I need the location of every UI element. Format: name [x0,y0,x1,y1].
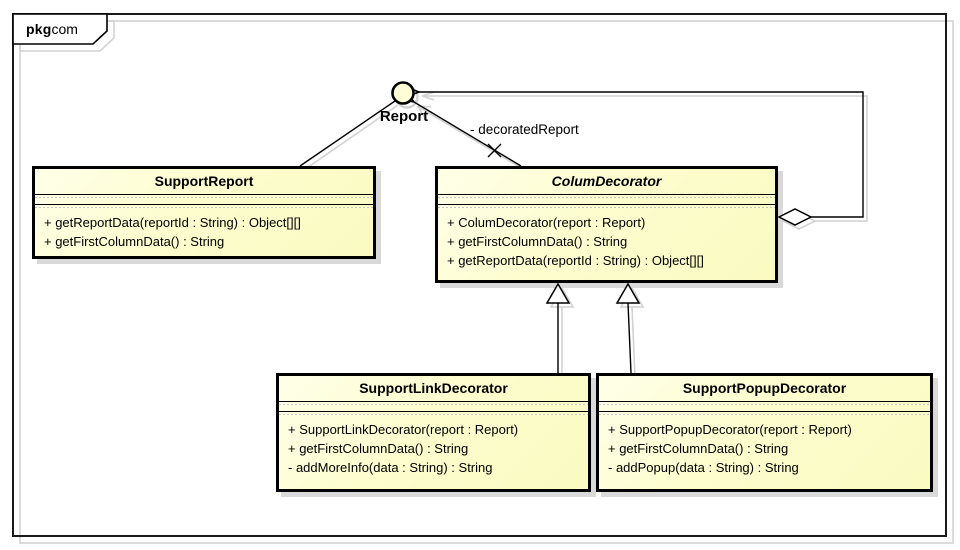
class-support-link-decorator: SupportLinkDecorator + SupportLinkDecora… [276,373,591,492]
method-entry: + getFirstColumnData() : String [447,234,628,249]
method-entry: + getReportData(reportId : String) : Obj… [44,215,301,230]
methods-compartment: + ColumDecorator(report : Report) + getF… [438,208,775,274]
association-role-label: - decoratedReport [470,122,579,137]
attributes-compartment [35,198,373,205]
class-title: SupportLinkDecorator [279,376,588,402]
class-support-popup-decorator: SupportPopupDecorator + SupportPopupDeco… [596,373,933,492]
interface-label: Report [379,108,429,125]
method-entry: + getFirstColumnData() : String [288,441,469,456]
class-support-report: SupportReport + getReportData(reportId :… [32,166,376,259]
association-cross [487,143,502,158]
method-entry: + getFirstColumnData() : String [44,234,225,249]
edge-generalization-popup [627,302,632,374]
method-entry: + ColumDecorator(report : Report) [447,215,646,230]
methods-compartment: + getReportData(reportId : String) : Obj… [35,208,373,255]
methods-compartment: + SupportLinkDecorator(report : Report) … [279,415,588,481]
method-entry: - addPopup(data : String) : String [608,460,799,475]
generalization-triangle-link [545,282,571,304]
attributes-compartment [438,198,775,205]
class-colum-decorator: ColumDecorator + ColumDecorator(report :… [435,166,778,283]
package-tab-label: pkgcom [26,21,78,37]
interface-circle-report [391,81,415,105]
method-entry: + SupportPopupDecorator(report : Report) [608,422,852,437]
aggregation-diamond [777,208,813,226]
attributes-compartment [599,405,930,412]
class-title: ColumDecorator [438,169,775,195]
package-name: com [51,21,78,37]
class-title: SupportPopupDecorator [599,376,930,402]
package-keyword: pkg [26,21,52,37]
method-entry: + getFirstColumnData() : String [608,441,789,456]
generalization-triangle-popup [615,282,641,304]
method-entry: + getReportData(reportId : String) : Obj… [447,253,704,268]
methods-compartment: + SupportPopupDecorator(report : Report)… [599,415,930,481]
method-entry: + SupportLinkDecorator(report : Report) [288,422,519,437]
method-entry: - addMoreInfo(data : String) : String [288,460,493,475]
attributes-compartment [279,405,588,412]
class-title: SupportReport [35,169,373,195]
